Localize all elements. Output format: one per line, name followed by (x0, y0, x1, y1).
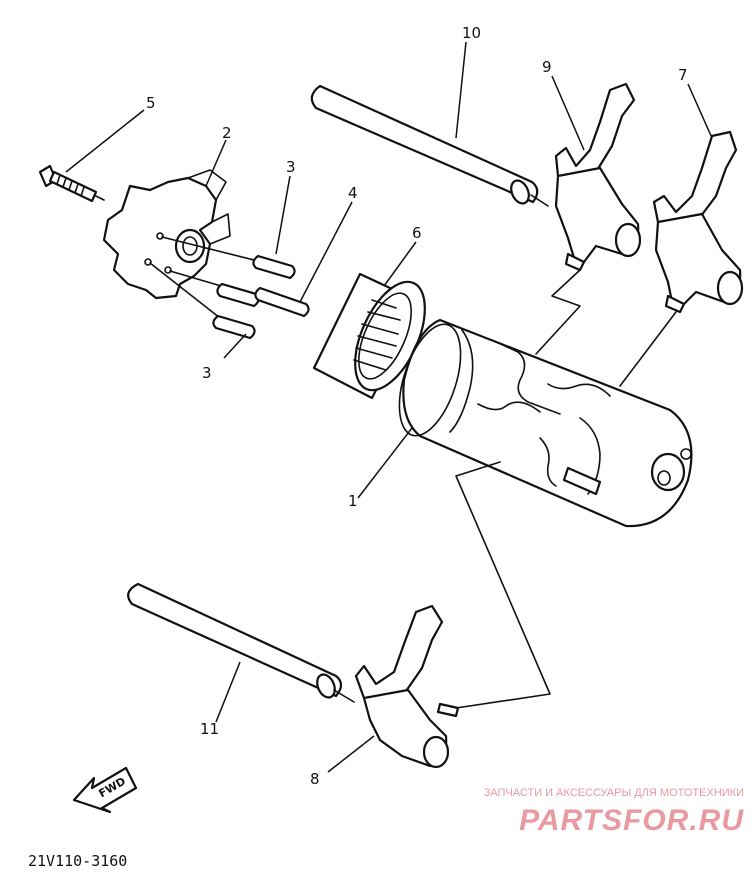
diagram-code: 21V110-3160 (28, 852, 127, 870)
watermark-brand: PARTSFOR.RU (519, 804, 744, 837)
pin-lower (212, 314, 256, 340)
callout-4: 4 (348, 184, 358, 202)
callout-labels: 5 2 3 4 6 10 9 7 3 1 11 8 (146, 24, 688, 788)
shift-fork-upper (554, 82, 642, 272)
pin-upper (252, 254, 296, 280)
shift-fork-shaft-upper (310, 84, 549, 207)
screw (38, 164, 105, 203)
shift-drum (398, 318, 693, 528)
callout-1: 1 (348, 492, 358, 510)
callout-5: 5 (146, 94, 156, 112)
callout-2: 2 (222, 124, 232, 142)
callout-8: 8 (310, 770, 320, 788)
callout-6: 6 (412, 224, 422, 242)
long-pin (254, 286, 310, 318)
shift-fork-shaft-lower (127, 582, 355, 703)
callout-10: 10 (462, 24, 481, 42)
callout-7: 7 (678, 66, 688, 84)
fwd-arrow-icon: FWD (72, 766, 138, 814)
callout-9: 9 (542, 58, 552, 76)
bearing (312, 272, 426, 400)
callout-11: 11 (200, 720, 219, 738)
shift-fork-right (652, 130, 744, 314)
pin-middle (216, 282, 260, 308)
leader-lines (65, 41, 713, 773)
callout-3-upper: 3 (286, 158, 296, 176)
shift-fork-lower (354, 604, 460, 769)
callout-3-lower: 3 (202, 364, 212, 382)
watermark: ЗАПЧАСТИ И АКСЕССУАРЫ ДЛЯ МОТОТЕХНИКИ PA… (484, 787, 744, 837)
watermark-tagline: ЗАПЧАСТИ И АКСЕССУАРЫ ДЛЯ МОТОТЕХНИКИ (484, 787, 744, 799)
shift-drum-segment (102, 169, 263, 319)
assembly-guide-lines (455, 269, 677, 709)
